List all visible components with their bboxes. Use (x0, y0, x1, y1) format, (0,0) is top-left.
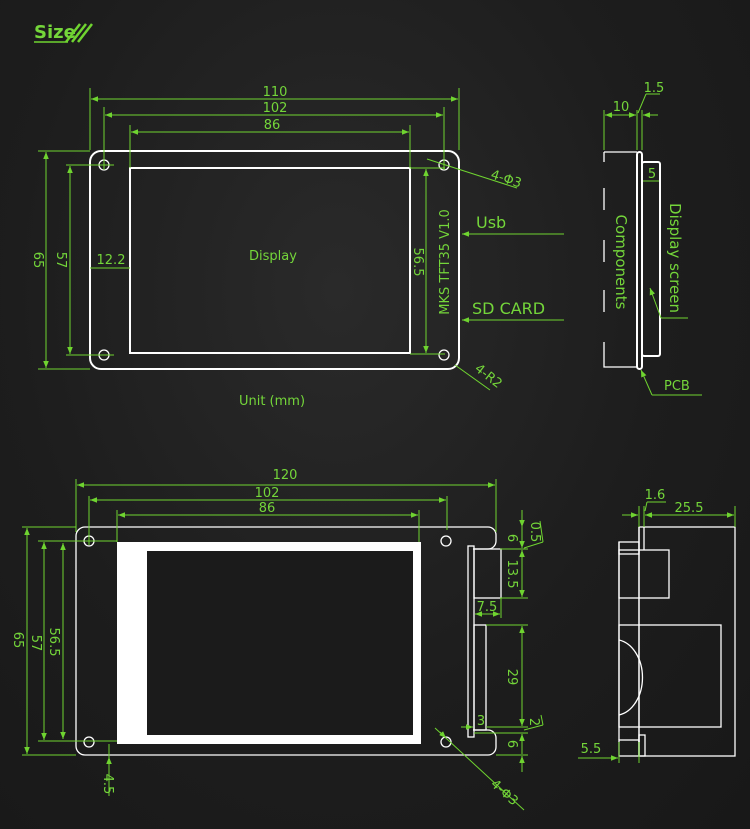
callout-sd-card: SD CARD (472, 299, 545, 318)
pcb-label: PCB (664, 379, 690, 394)
unit-label: Unit (mm) (239, 394, 305, 409)
dim-sd-depth: 3 (477, 714, 485, 729)
components-label: Components (612, 215, 630, 310)
board-model-label: MKS TFT35 V1.0 (438, 209, 453, 315)
dim-front-protrusion: 5.5 (581, 742, 602, 757)
display-screen-label: Display screen (666, 203, 684, 313)
dim-top-edge: 0.5 (527, 522, 542, 543)
dim-display-height: 56.5 (410, 248, 425, 277)
callout-corner-radius: 4-R2 (472, 361, 505, 391)
callout-bottom-holes: 4-Φ3 (487, 777, 520, 809)
section-title: Size (34, 22, 93, 43)
dim-display-depth: 5 (648, 167, 656, 182)
callout-usb: Usb (476, 213, 506, 232)
dim-bottom-total-depth: 25.5 (675, 501, 704, 516)
dim-components-depth: 10 (613, 100, 630, 115)
dim-sd-gap: 2 (526, 718, 541, 726)
dim-bottom-overall-height: 65 (10, 632, 25, 649)
dim-sd-height: 29 (504, 669, 519, 686)
dim-bottom-hole-spacing-x: 102 (255, 486, 280, 501)
dim-bottom-hole-spacing-y: 57 (28, 635, 43, 652)
dim-overall-height: 65 (30, 252, 45, 269)
dim-pcb-thickness: 1.5 (644, 81, 665, 96)
dim-bottom-display-width: 86 (259, 501, 276, 516)
dim-display-offset: 12.2 (97, 253, 126, 268)
dim-hole-spacing-x: 102 (263, 101, 288, 116)
front-view: Display MKS TFT35 V1.0 110 102 86 65 57 … (30, 85, 564, 409)
dim-bottom-gap: 6 (504, 740, 519, 748)
dim-overall-width: 110 (263, 85, 288, 100)
board-outline (89, 150, 460, 370)
dim-bottom-offset: 4.5 (100, 774, 115, 795)
dim-display-width: 86 (264, 118, 281, 133)
dim-usb-height: 13.5 (504, 560, 519, 589)
display-label: Display (249, 249, 297, 264)
bottom-side-view: 1.6 25.5 5.5 (578, 488, 736, 763)
title-stripes-icon (65, 23, 93, 43)
dim-hole-spacing-y: 57 (53, 252, 68, 269)
side-view: Components Display screen 10 1.5 5 PCB (603, 81, 702, 396)
dim-top-gap: 6 (504, 534, 519, 542)
dim-bottom-overall-width: 120 (273, 468, 298, 483)
bottom-front-view: 120 102 86 65 57 56.5 4.5 (10, 468, 544, 811)
dim-usb-depth: 7.5 (477, 600, 498, 615)
dim-bottom-pcb-thickness: 1.6 (645, 488, 666, 503)
dim-bottom-display-height: 56.5 (46, 628, 61, 657)
callout-holes: 4-Φ3 (489, 168, 524, 192)
display-screen-area (147, 551, 413, 735)
title-text: Size (34, 22, 76, 43)
display-outline (129, 167, 411, 354)
